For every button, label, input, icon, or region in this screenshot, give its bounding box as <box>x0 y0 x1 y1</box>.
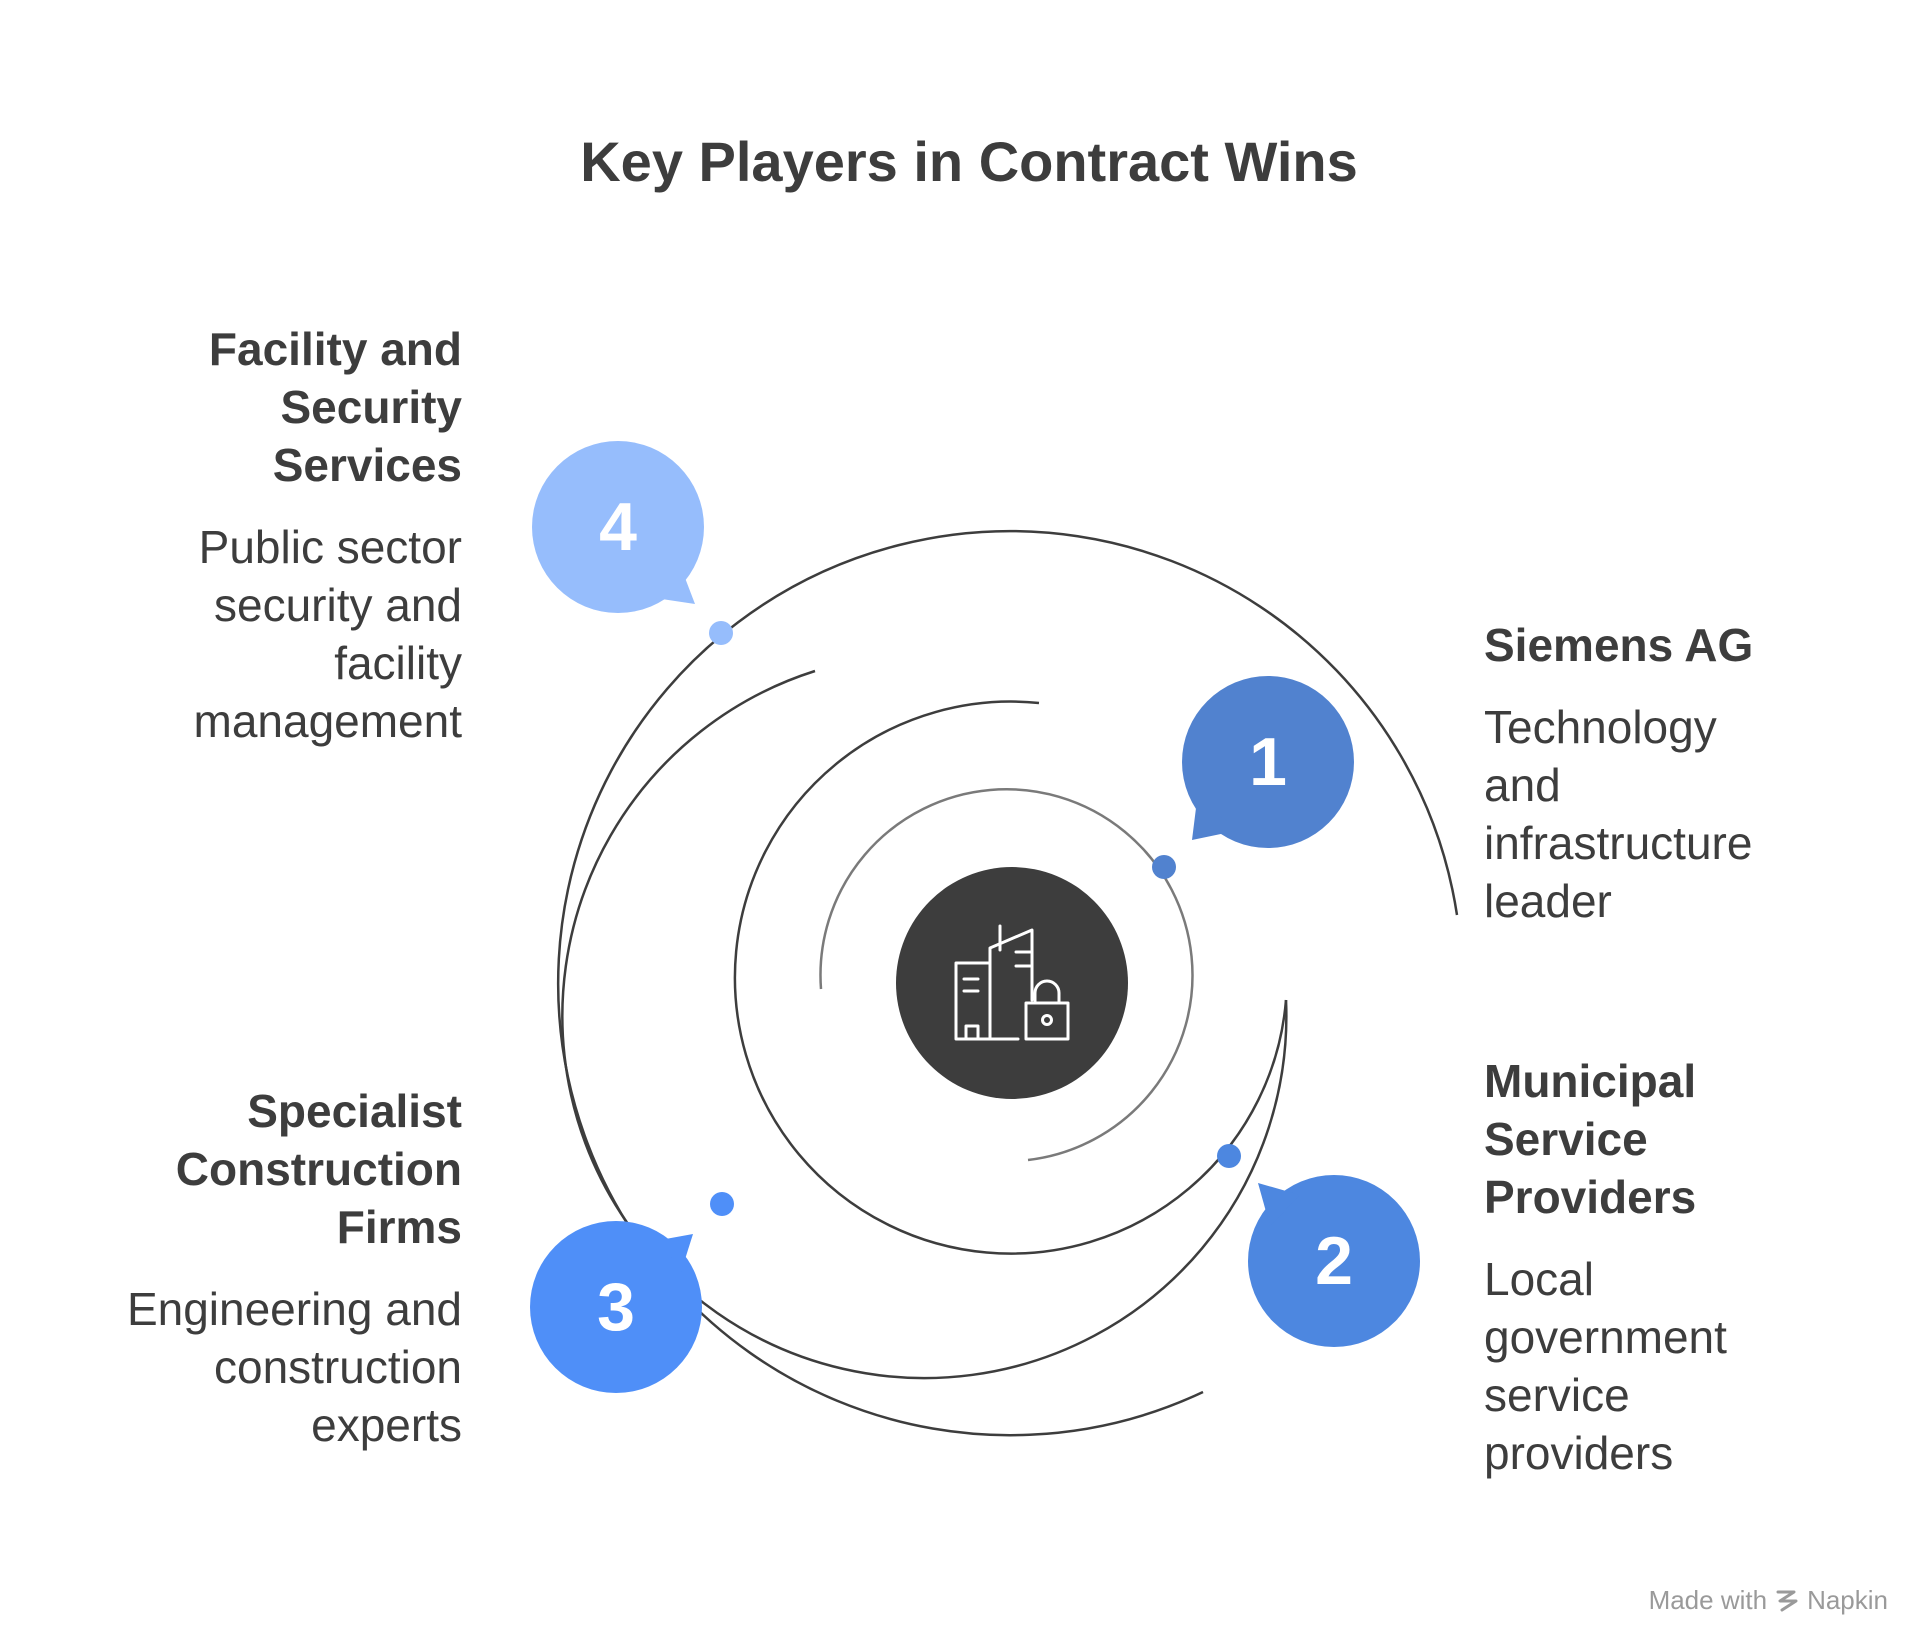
item-4-heading: Facility and Security Services <box>208 323 462 491</box>
made-with-text: Made with <box>1648 1585 1768 1615</box>
ring-dot-4 <box>709 621 733 645</box>
item-3-heading: Specialist Construction Firms <box>175 1085 462 1253</box>
item-1-block: Siemens AG Technology and infrastructure… <box>1484 616 1804 930</box>
item-4-block: Facility and Security Services Public se… <box>110 320 463 750</box>
napkin-watermark: Made with Napkin <box>1649 1585 1888 1616</box>
item-2-block: Municipal Service Providers Local govern… <box>1484 1052 1784 1482</box>
ring-4-arc <box>557 529 1459 1437</box>
badge-1-shape <box>1182 676 1354 848</box>
item-2-description: Local government service providers <box>1484 1253 1727 1479</box>
napkin-brand-text: Napkin <box>1807 1585 1888 1615</box>
item-2-heading: Municipal Service Providers <box>1484 1055 1697 1223</box>
ring-2-arc <box>733 700 1288 1255</box>
center-hub <box>896 867 1128 1099</box>
badge-3-shape <box>530 1221 702 1393</box>
badge-4-shape <box>532 441 704 613</box>
buildings-lock-icon <box>954 924 1070 1041</box>
ring-dot-3 <box>710 1192 734 1216</box>
ring-dot-1 <box>1152 855 1176 879</box>
badge-2-shape <box>1248 1175 1420 1347</box>
item-3-block: Specialist Construction Firms Engineerin… <box>110 1082 462 1454</box>
ring-1-arc <box>819 788 1194 1162</box>
diagram-title: Key Players in Contract Wins <box>580 130 1358 193</box>
ring-dot-2 <box>1217 1144 1241 1168</box>
item-4-description: Public sector security and facility mana… <box>193 521 463 747</box>
item-3-description: Engineering and construction experts <box>126 1283 462 1451</box>
item-1-heading: Siemens AG <box>1484 619 1754 671</box>
napkin-logo-icon <box>1776 1590 1798 1611</box>
ring-3-arc <box>561 669 1288 1380</box>
item-1-description: Technology and infrastructure leader <box>1484 701 1753 927</box>
